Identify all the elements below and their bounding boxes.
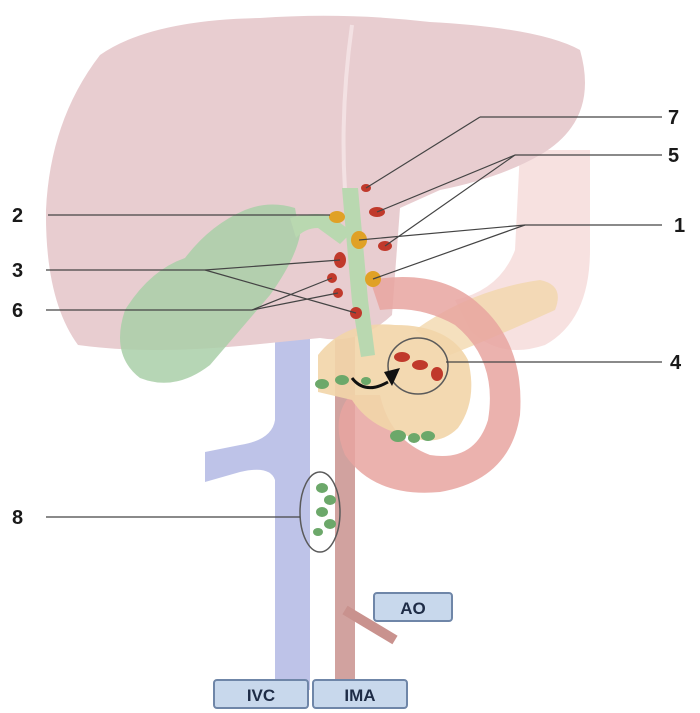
aorta-tag: AO — [373, 592, 453, 622]
green-stone — [313, 528, 323, 536]
green-stone — [316, 483, 328, 493]
red-stone — [394, 352, 410, 362]
green-stone — [361, 377, 371, 385]
green-stone — [324, 519, 336, 529]
label-3: 3 — [12, 260, 23, 282]
green-stone — [408, 433, 420, 443]
yellow-stone — [329, 211, 345, 223]
label-2: 2 — [12, 205, 23, 227]
label-8: 8 — [12, 507, 23, 529]
green-stone — [390, 430, 406, 442]
label-4: 4 — [670, 352, 682, 374]
green-stone — [315, 379, 329, 389]
ivc-tag: IVC — [213, 679, 309, 709]
green-stone — [316, 507, 328, 517]
label-6: 6 — [12, 300, 23, 322]
red-stone — [412, 360, 428, 370]
green-stone — [335, 375, 349, 385]
label-1: 1 — [674, 215, 685, 237]
label-5: 5 — [668, 145, 679, 167]
green-stone — [324, 495, 336, 505]
inferior-vena-cava — [205, 310, 310, 690]
green-stone — [421, 431, 435, 441]
ima-tag: IMA — [312, 679, 408, 709]
label-7: 7 — [668, 107, 679, 129]
red-stone — [431, 367, 443, 381]
